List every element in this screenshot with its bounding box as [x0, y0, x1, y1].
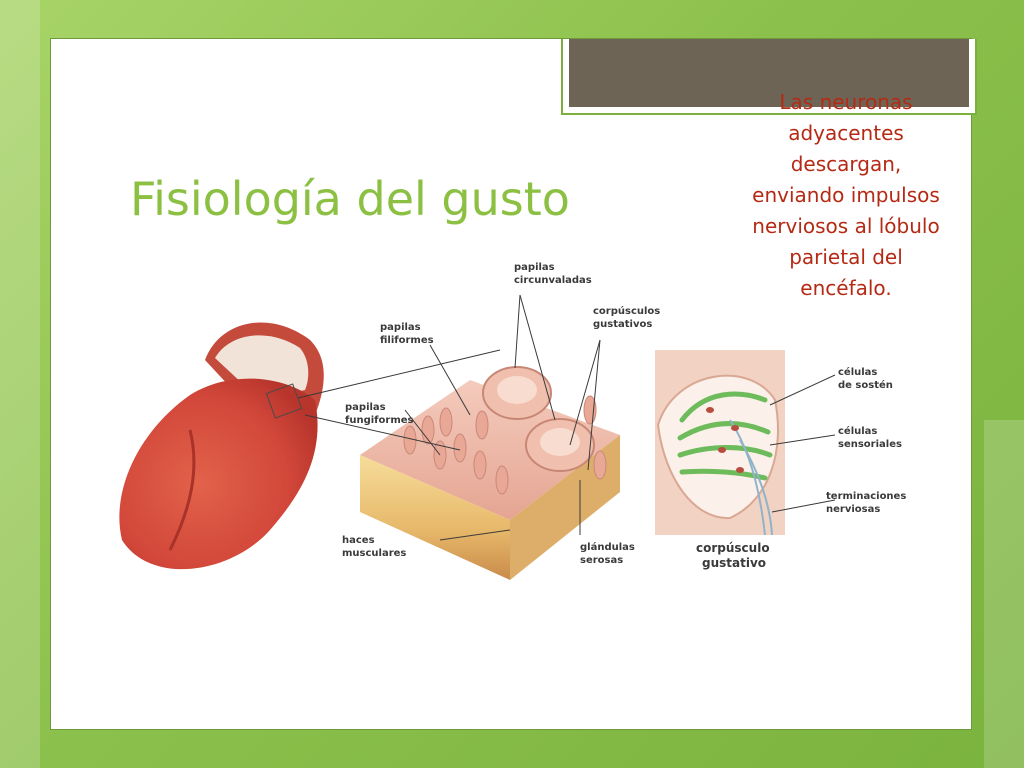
label-papilas-circunvaladas-2: circunvaladas: [514, 275, 592, 286]
label-corpusculo-gustativo-2: gustativo: [702, 556, 766, 570]
label-papilas-filiformes-2: filiformes: [380, 335, 434, 346]
taste-bud-detail: [655, 350, 785, 536]
label-papilas-circunvaladas-1: papilas: [514, 262, 555, 273]
label-glandulas-serosas-2: serosas: [580, 555, 623, 566]
label-terminaciones-nerviosas-2: nerviosas: [826, 504, 880, 515]
label-celulas-sensoriales-1: células: [838, 425, 877, 437]
label-papilas-fungiformes-2: fungiformes: [345, 415, 414, 426]
label-terminaciones-nerviosas-1: terminaciones: [826, 491, 906, 502]
label-celulas-sosten-2: de sostén: [838, 379, 893, 391]
label-corpusculos-gustativos-1: corpúsculos: [593, 305, 660, 317]
label-corpusculos-gustativos-2: gustativos: [593, 319, 652, 330]
slide-title: Fisiología del gusto: [130, 172, 570, 226]
background-facet: [984, 420, 1024, 768]
label-haces-musculares-2: musculares: [342, 548, 406, 559]
title-bar-frame: [561, 39, 977, 115]
label-haces-musculares-1: haces: [342, 535, 375, 546]
label-celulas-sosten-1: células: [838, 366, 877, 378]
label-celulas-sensoriales-2: sensoriales: [838, 439, 902, 450]
title-bar: [569, 39, 969, 107]
slide: [50, 38, 977, 730]
label-glandulas-serosas-1: glándulas: [580, 541, 635, 553]
background-facet: [0, 0, 40, 768]
slide-note: Las neuronas adyacentes descargan, envia…: [752, 90, 940, 300]
tongue-anatomy-figure: papilas circunvaladas corpúsculos gustat…: [110, 250, 910, 590]
tongue: [119, 322, 324, 570]
papillae-block: [360, 366, 620, 580]
label-papilas-filiformes-1: papilas: [380, 322, 421, 333]
label-papilas-fungiformes-1: papilas: [345, 402, 386, 413]
label-corpusculo-gustativo-1: corpúsculo: [696, 541, 770, 555]
anatomy-illustration: papilas circunvaladas corpúsculos gustat…: [119, 262, 906, 580]
leader-lines: [297, 294, 836, 541]
